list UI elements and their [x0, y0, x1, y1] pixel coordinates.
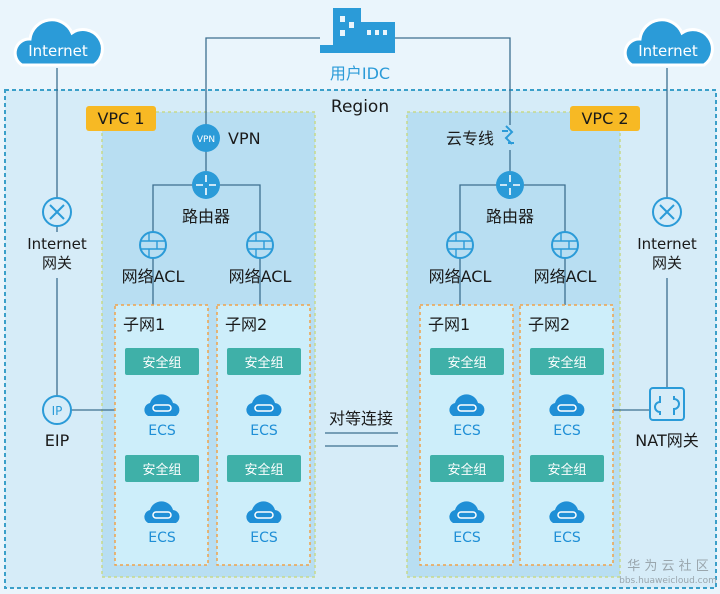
- vpc1-acl1-firewall-icon: [139, 231, 167, 259]
- vpc1-router-label: 路由器: [182, 207, 230, 226]
- svg-text:安全组: 安全组: [244, 462, 283, 478]
- ecs-label: ECS: [148, 423, 176, 439]
- security-group: 安全组: [227, 455, 301, 482]
- security-group: 安全组: [227, 348, 301, 375]
- vpc2-acl1-firewall-icon: [446, 231, 474, 259]
- vpc2-tag: VPC 2: [570, 106, 640, 131]
- subnet-label: 子网2: [225, 315, 267, 334]
- vpn-icon: VPN: [192, 124, 220, 152]
- internet-cloud-right: Internet: [623, 18, 714, 67]
- ecs-label: ECS: [250, 423, 278, 439]
- vpc1-router-icon: [192, 171, 220, 199]
- vpc1-acl2-firewall-icon: [246, 231, 274, 259]
- security-group: 安全组: [530, 348, 604, 375]
- internet-gateway-left-line1: Internet: [27, 235, 87, 253]
- ecs-label: ECS: [250, 530, 278, 546]
- svg-text:VPN: VPN: [197, 135, 215, 145]
- ecs-cloud-icon: [449, 394, 485, 416]
- vpc2-subnet-1: 子网1 安全组 ECS 安全组 ECS: [419, 304, 514, 566]
- direct-connect-icon: [502, 125, 514, 145]
- watermark-line1: 华 为 云 社 区: [627, 558, 709, 574]
- vpc1-tag: VPC 1: [86, 106, 156, 131]
- svg-text:安全组: 安全组: [447, 355, 486, 371]
- svg-text:Internet: Internet: [638, 42, 698, 60]
- security-group: 安全组: [125, 455, 199, 482]
- vpc2-acl2-label: 网络ACL: [534, 267, 597, 286]
- internet-gateway-right-line2: 网关: [652, 254, 682, 272]
- subnet-label: 子网1: [428, 315, 470, 334]
- internet-gateway-right-icon: [652, 197, 682, 227]
- vpc2-acl2-firewall-icon: [551, 231, 579, 259]
- ecs-cloud-icon: [144, 501, 180, 523]
- vpn-label: VPN: [228, 129, 261, 148]
- idc-label: 用户IDC: [330, 64, 390, 83]
- internet-cloud-left: Internet: [13, 18, 104, 67]
- ecs-label: ECS: [553, 530, 581, 546]
- vpc2-router-label: 路由器: [486, 207, 534, 226]
- ecs-label: ECS: [453, 423, 481, 439]
- peering-label: 对等连接: [329, 409, 393, 428]
- svg-text:安全组: 安全组: [244, 355, 283, 371]
- internet-gateway-left-icon: [42, 197, 72, 227]
- svg-text:IP: IP: [52, 404, 63, 418]
- vpc2-subnet-2: 子网2 安全组 ECS 安全组 ECS: [519, 304, 614, 566]
- subnet-label: 子网2: [528, 315, 570, 334]
- svg-text:安全组: 安全组: [547, 462, 586, 478]
- security-group: 安全组: [530, 455, 604, 482]
- nat-gateway-icon: [649, 387, 685, 421]
- internet-gateway-right-line1: Internet: [637, 235, 697, 253]
- ecs-label: ECS: [553, 423, 581, 439]
- nat-gateway-label: NAT网关: [635, 431, 698, 450]
- vpc1-subnet-2: 子网2 安全组 ECS 安全组 ECS: [216, 304, 311, 566]
- eip-icon: IP: [42, 395, 72, 425]
- svg-text:安全组: 安全组: [142, 355, 181, 371]
- svg-text:安全组: 安全组: [142, 462, 181, 478]
- vpc1-subnet-1: 子网1 安全组 ECS 安全组 ECS: [114, 304, 209, 566]
- building-icon: [320, 8, 395, 53]
- ecs-cloud-icon: [549, 501, 585, 523]
- ecs-label: ECS: [148, 530, 176, 546]
- ecs-label: ECS: [453, 530, 481, 546]
- svg-text:VPC 1: VPC 1: [97, 109, 144, 128]
- security-group: 安全组: [430, 455, 504, 482]
- vpc2-router-icon: [496, 171, 524, 199]
- svg-text:安全组: 安全组: [547, 355, 586, 371]
- vpc1-acl2-label: 网络ACL: [229, 267, 292, 286]
- ecs-cloud-icon: [144, 394, 180, 416]
- ecs-cloud-icon: [246, 394, 282, 416]
- vpc1-acl1-label: 网络ACL: [122, 267, 185, 286]
- svg-text:Internet: Internet: [28, 42, 88, 60]
- subnet-label: 子网1: [123, 315, 165, 334]
- vpc2-acl1-label: 网络ACL: [429, 267, 492, 286]
- ecs-cloud-icon: [549, 394, 585, 416]
- security-group: 安全组: [125, 348, 199, 375]
- direct-connect-label: 云专线: [446, 129, 494, 148]
- watermark-line2: bbs.huaweicloud.com: [619, 576, 717, 586]
- svg-text:VPC 2: VPC 2: [581, 109, 628, 128]
- svg-text:安全组: 安全组: [447, 462, 486, 478]
- region-label: Region: [331, 97, 389, 117]
- internet-gateway-left-line2: 网关: [42, 254, 72, 272]
- ecs-cloud-icon: [246, 501, 282, 523]
- ecs-cloud-icon: [449, 501, 485, 523]
- security-group: 安全组: [430, 348, 504, 375]
- eip-label: EIP: [45, 431, 70, 450]
